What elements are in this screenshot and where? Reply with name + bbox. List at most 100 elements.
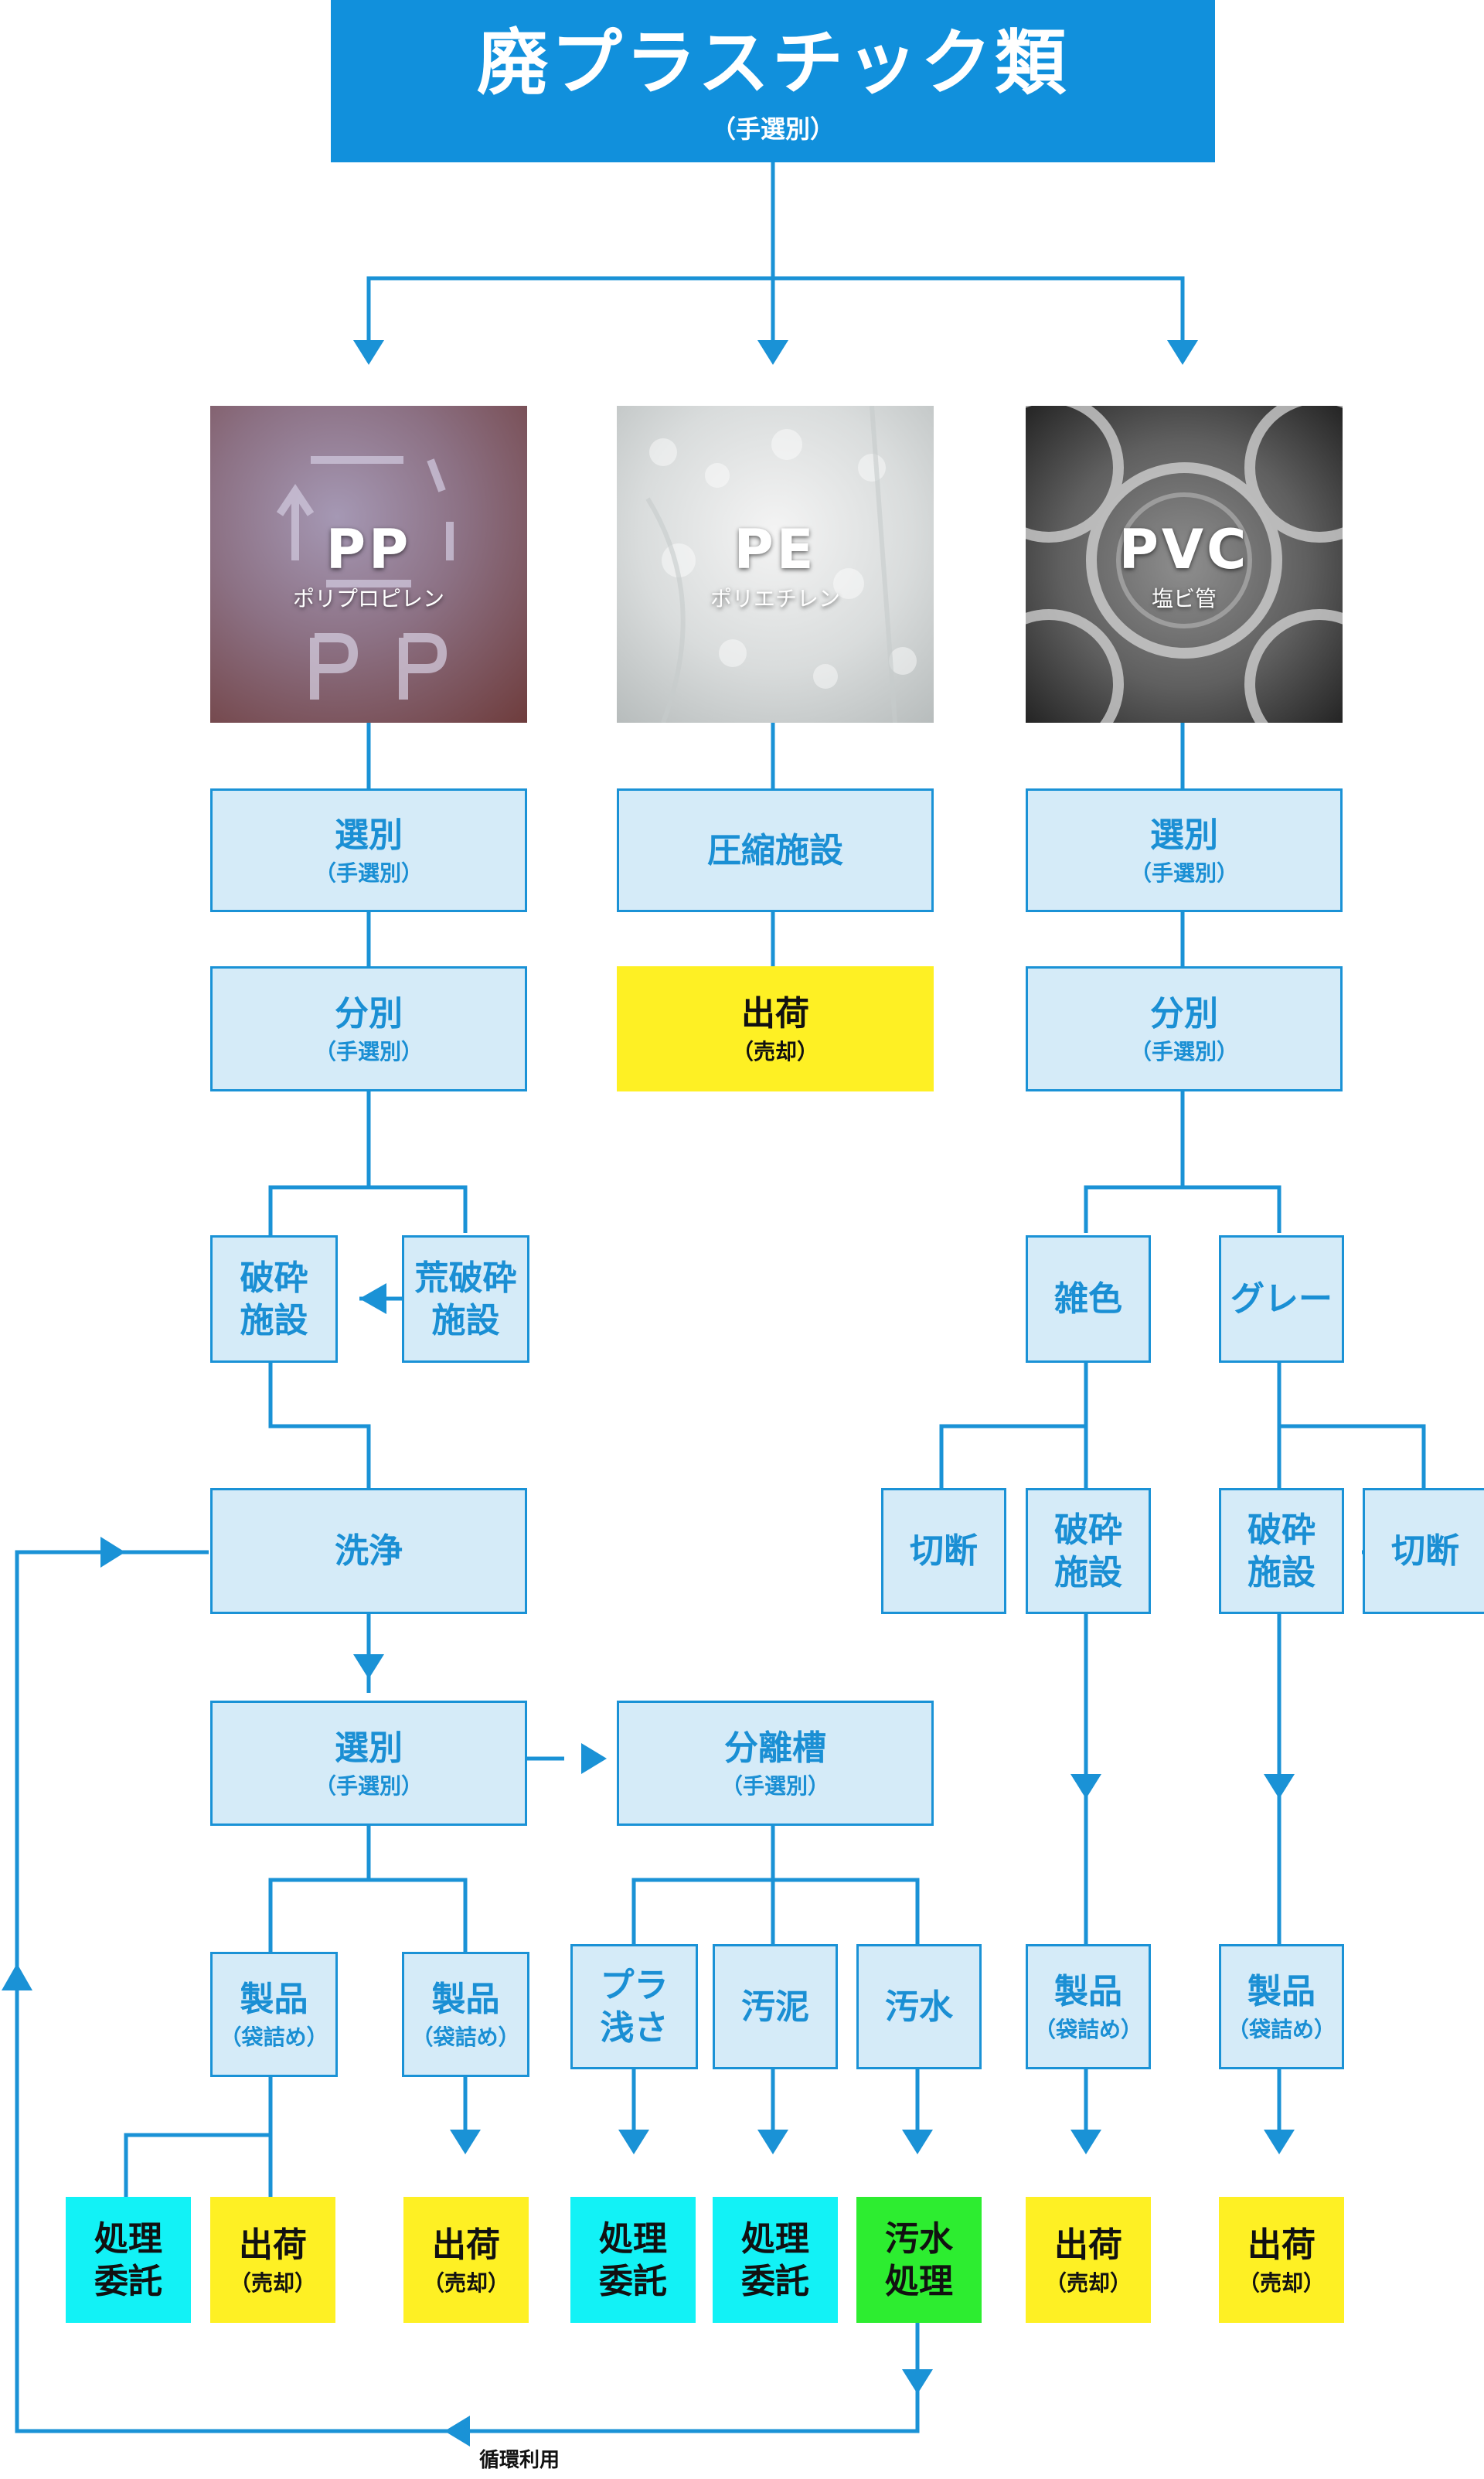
pp-separate-label: 分別	[335, 994, 403, 1033]
pp-crush-label: 破砕 施設	[240, 1258, 308, 1340]
connector-gray-split	[1277, 1363, 1426, 1488]
material-pp-tile: PP ポリプロピレン	[210, 406, 527, 723]
pp-disposal-label: 処理 委託	[94, 2219, 162, 2301]
pp-product2-sub: （袋詰め）	[411, 2024, 520, 2050]
connector-pp-split-bar	[268, 1185, 468, 1249]
material-pe-tile: PE ポリエチレン	[617, 406, 934, 723]
pvc-product1-label: 製品	[1054, 1972, 1122, 2011]
arrowhead-pvc-product1-ship	[1070, 2130, 1101, 2154]
material-pp-name: ポリプロピレン	[292, 586, 444, 612]
connector-product1-split	[124, 2077, 273, 2197]
pp-ship2-sub: （売却）	[422, 2270, 509, 2296]
pp-ship1-sub: （売却）	[229, 2270, 316, 2296]
material-pp-code: PP	[325, 517, 412, 581]
pvc-crush1-box: 破砕 施設	[1026, 1488, 1151, 1614]
pvc-mixed-color-label: 雑色	[1054, 1279, 1122, 1319]
pvc-gray-box: グレー	[1219, 1235, 1344, 1363]
arrowhead-coarse-to-crush	[359, 1283, 386, 1314]
arrowhead-float-disposal	[618, 2130, 649, 2154]
pp-product2-box: 製品 （袋詰め）	[402, 1952, 529, 2077]
pvc-crush2-box: 破砕 施設	[1219, 1488, 1344, 1614]
sludge-disposal-box: 処理 委託	[713, 2197, 838, 2323]
title-sub: （手選別）	[710, 114, 835, 144]
connector-pvc-split-bar	[1084, 1185, 1281, 1233]
pvc-sort-box: 選別 （手選別）	[1026, 788, 1343, 912]
material-pe-code: PE	[733, 517, 817, 581]
pvc-cut1-box: 切断	[881, 1488, 1006, 1614]
pe-compress-box: 圧縮施設	[617, 788, 934, 912]
pp-ship2-label: 出荷	[432, 2225, 500, 2265]
pvc-cut2-box: 切断	[1363, 1488, 1484, 1614]
connector-sort2-split	[268, 1826, 371, 1952]
pe-ship-sub: （売却）	[731, 1039, 819, 1064]
pvc-ship1-sub: （売却）	[1044, 2270, 1132, 2296]
pp-sort-sub: （手選別）	[314, 860, 423, 886]
recycle-loop-label: 循環利用	[479, 2449, 560, 2472]
wastewater-treatment-label: 汚水 処理	[885, 2219, 953, 2301]
pp-sort2-label: 選別	[335, 1728, 403, 1768]
pe-compress-label: 圧縮施設	[707, 830, 843, 870]
pp-product1-sub: （袋詰め）	[220, 2024, 328, 2050]
pvc-cut1-label: 切断	[910, 1531, 978, 1571]
connector-mixed-split	[939, 1363, 1088, 1488]
pe-ship-label: 出荷	[741, 994, 809, 1033]
arrowhead-loop-to-wash	[100, 1537, 125, 1568]
connector-sep-split-right	[773, 1878, 920, 1944]
separation-tank-sub: （手選別）	[720, 1773, 829, 1799]
arrowhead-pvc-product2-ship	[1264, 2130, 1295, 2154]
arrowhead-water-treat	[902, 2130, 933, 2154]
pvc-product1-sub: （袋詰め）	[1033, 2017, 1142, 2042]
pp-sort-label: 選別	[335, 816, 403, 855]
material-pvc-code: PVC	[1118, 517, 1250, 581]
pvc-product2-box: 製品 （袋詰め）	[1219, 1944, 1344, 2069]
wastewater-label: 汚水	[885, 1987, 953, 2027]
pp-disposal-box: 処理 委託	[66, 2197, 191, 2323]
arrowhead-pp	[353, 340, 384, 365]
pvc-ship2-label: 出荷	[1247, 2225, 1316, 2265]
float-disposal-box: 処理 委託	[570, 2197, 696, 2323]
material-pvc-tile: PVC 塩ビ管	[1026, 406, 1343, 723]
pp-separate-box: 分別 （手選別）	[210, 966, 527, 1091]
arrowhead-sort2-to-sep	[581, 1743, 607, 1774]
pvc-product2-sub: （袋詰め）	[1227, 2017, 1336, 2042]
pp-wash-label: 洗浄	[335, 1531, 403, 1571]
title-main: 廃プラスチック類	[476, 21, 1070, 104]
arrowhead-pvc	[1167, 340, 1198, 365]
arrowhead-pvc-crush2-product	[1264, 1774, 1295, 1799]
pvc-product1-box: 製品 （袋詰め）	[1026, 1944, 1151, 2069]
arrowhead-sludge-disposal	[757, 2130, 788, 2154]
pvc-crush2-label: 破砕 施設	[1247, 1510, 1316, 1592]
material-pvc-name: 塩ビ管	[1151, 586, 1217, 612]
arrowhead-wash-to-sort2	[353, 1654, 384, 1679]
pvc-cut2-label: 切断	[1391, 1531, 1459, 1571]
connector-recycle-loop	[15, 1550, 920, 2433]
separation-tank-label: 分離槽	[724, 1728, 826, 1768]
pvc-mixed-color-box: 雑色	[1026, 1235, 1151, 1363]
pe-ship-box: 出荷 （売却）	[617, 966, 934, 1091]
pvc-product2-label: 製品	[1247, 1972, 1316, 2011]
pvc-sort-sub: （手選別）	[1129, 860, 1238, 886]
sludge-label: 汚泥	[741, 1987, 809, 2027]
pp-crush-box: 破砕 施設	[210, 1235, 338, 1363]
pp-wash-box: 洗浄	[210, 1488, 527, 1614]
sludge-disposal-label: 処理 委託	[741, 2219, 809, 2301]
pvc-gray-label: グレー	[1230, 1279, 1333, 1319]
material-pe-name: ポリエチレン	[710, 586, 840, 612]
arrowhead-treat-out	[902, 2369, 933, 2394]
connector-sort2-split-right	[369, 1878, 468, 1952]
pvc-ship1-label: 出荷	[1054, 2225, 1122, 2265]
pp-product2-label: 製品	[431, 1980, 500, 2019]
pvc-ship1-box: 出荷 （売却）	[1026, 2197, 1151, 2323]
pvc-separate-sub: （手選別）	[1129, 1039, 1238, 1064]
pp-ship2-box: 出荷 （売却）	[403, 2197, 529, 2323]
title-box: 廃プラスチック類 （手選別）	[331, 0, 1215, 162]
wastewater-treatment-box: 汚水 処理	[856, 2197, 982, 2323]
plastic-float-box: プラ 浅さ	[570, 1944, 698, 2069]
connector-sep-split	[631, 1826, 775, 1944]
arrowhead-pvc-crush1-product	[1070, 1774, 1101, 1799]
arrowhead-pe	[757, 340, 788, 365]
arrowhead-loop-up	[2, 1963, 32, 1990]
pp-sort2-sub: （手選別）	[314, 1773, 423, 1799]
